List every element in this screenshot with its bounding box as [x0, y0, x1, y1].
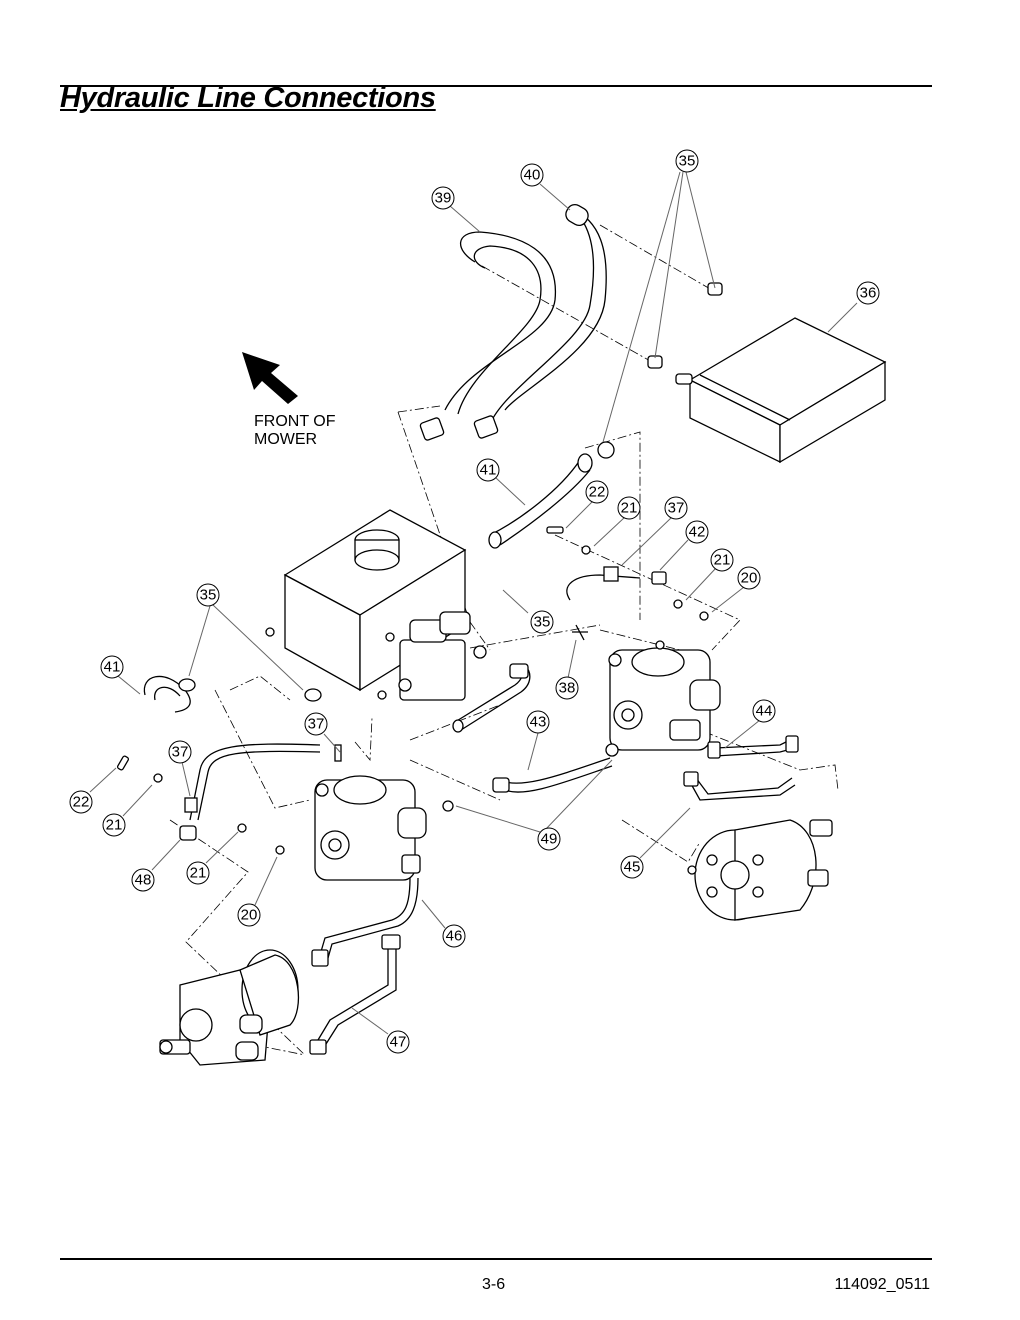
callout-40: 40	[520, 163, 544, 187]
callout-label: 22	[589, 484, 606, 501]
callout-label: 49	[541, 831, 558, 848]
callout-label: 22	[73, 794, 90, 811]
right-wheel-motor	[687, 819, 833, 921]
hydraulic-tank	[265, 509, 487, 701]
callout-35: 35	[675, 149, 699, 173]
callout-41: 41	[100, 655, 124, 679]
page-number: 3-6	[482, 1276, 506, 1293]
callout-21: 21	[710, 548, 734, 572]
left-wheel-motor	[159, 949, 300, 1066]
callout-42: 42	[685, 520, 709, 544]
callout-37: 37	[304, 712, 328, 736]
callout-21: 21	[186, 861, 210, 885]
callout-label: 48	[135, 872, 152, 889]
tube-46	[311, 877, 419, 967]
hose-41-upper	[488, 441, 615, 549]
callout-label: 21	[621, 500, 638, 517]
callout-label: 41	[480, 462, 497, 479]
callout-20: 20	[737, 566, 761, 590]
callout-45: 45	[620, 855, 644, 879]
callout-35: 35	[196, 583, 220, 607]
callout-label: 37	[308, 716, 325, 733]
hose-43	[452, 663, 613, 793]
callout-41: 41	[476, 458, 500, 482]
callout-35: 35	[530, 610, 554, 634]
callout-43: 43	[526, 710, 550, 734]
callout-label: 21	[190, 865, 207, 882]
callout-label: 20	[241, 907, 258, 924]
callout-label: 44	[756, 703, 773, 720]
callout-label: 42	[689, 524, 706, 541]
front-label-line2: MOWER	[254, 431, 317, 448]
callout-label: 43	[530, 714, 547, 731]
document-id: 114092_0511	[834, 1276, 930, 1293]
tube-44	[707, 735, 799, 759]
callout-label: 21	[106, 817, 123, 834]
top-rule	[60, 85, 932, 87]
leader-lines	[89, 171, 858, 1035]
callout-label: 21	[714, 552, 731, 569]
callout-38: 38	[555, 676, 579, 700]
callout-44: 44	[752, 699, 776, 723]
callout-21: 21	[102, 813, 126, 837]
oil-cooler	[647, 282, 887, 464]
callout-46: 46	[442, 924, 466, 948]
callout-label: 20	[741, 570, 758, 587]
callout-20: 20	[237, 903, 261, 927]
callout-label: 37	[172, 744, 189, 761]
callout-label: 45	[624, 859, 641, 876]
left-fittings	[116, 755, 285, 855]
callout-label: 46	[446, 928, 463, 945]
tube-47	[309, 934, 401, 1055]
front-arrow	[242, 352, 298, 404]
callout-label: 47	[390, 1034, 407, 1051]
callout-label: 40	[524, 167, 541, 184]
tube-45	[683, 771, 796, 801]
callout-label: 36	[860, 285, 877, 302]
front-label-line1: FRONT OF	[254, 413, 336, 430]
callout-22: 22	[69, 790, 93, 814]
callout-21: 21	[617, 496, 641, 520]
callout-49: 49	[537, 827, 561, 851]
callout-36: 36	[856, 281, 880, 305]
hose-39	[419, 231, 556, 441]
hose-40	[473, 203, 607, 439]
hose-41-lower	[143, 675, 322, 713]
left-tube-37	[179, 743, 342, 841]
callout-37: 37	[664, 496, 688, 520]
fittings-upper-right	[546, 526, 709, 641]
callout-label: 35	[679, 153, 696, 170]
page-title: Hydraulic Line Connections	[60, 82, 436, 114]
callout-label: 38	[559, 680, 576, 697]
right-hydro-pump	[605, 640, 721, 757]
callout-39: 39	[431, 186, 455, 210]
left-hydro-pump	[314, 775, 454, 881]
callout-47: 47	[386, 1030, 410, 1054]
callout-37: 37	[168, 740, 192, 764]
callout-label: 35	[200, 587, 217, 604]
callout-label: 37	[668, 500, 685, 517]
callout-22: 22	[585, 480, 609, 504]
callout-label: 41	[104, 659, 121, 676]
bottom-rule	[60, 1258, 932, 1260]
callout-label: 39	[435, 190, 452, 207]
callout-label: 35	[534, 614, 551, 631]
callout-48: 48	[131, 868, 155, 892]
